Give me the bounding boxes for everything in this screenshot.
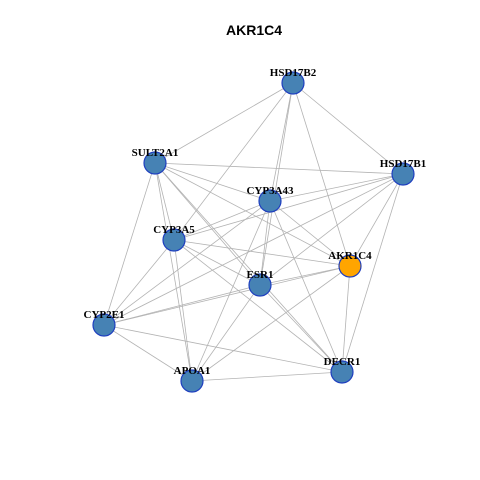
edge-hsd17b2-hsd17b1 — [292, 82, 404, 175]
node-akr1c4[interactable] — [338, 254, 362, 278]
node-label-cyp3a5: CYP3A5 — [153, 224, 195, 236]
edge-sult2a1-decr1 — [154, 162, 343, 373]
node-label-akr1c4: AKR1C4 — [328, 250, 372, 262]
edge-esr1-apoa1 — [191, 284, 261, 382]
edge-cyp2e1-apoa1 — [103, 324, 193, 382]
edge-akr1c4-esr1 — [259, 265, 351, 286]
node-sult2a1[interactable] — [143, 151, 167, 175]
edge-hsd17b2-esr1 — [259, 82, 294, 286]
edge-akr1c4-decr1 — [341, 265, 351, 373]
edge-cyp3a43-akr1c4 — [269, 200, 351, 267]
edge-sult2a1-cyp3a43 — [154, 162, 271, 202]
node-label-hsd17b1: HSD17B1 — [380, 158, 426, 170]
edge-cyp2e1-decr1 — [103, 324, 343, 373]
node-label-hsd17b2: HSD17B2 — [270, 67, 317, 79]
edge-akr1c4-cyp2e1 — [103, 265, 351, 326]
edge-hsd17b2-cyp3a43 — [269, 82, 294, 202]
node-label-sult2a1: SULT2A1 — [132, 147, 179, 159]
edge-esr1-cyp2e1 — [103, 284, 261, 326]
edge-cyp3a5-esr1 — [173, 239, 261, 286]
node-cyp2e1[interactable] — [92, 313, 116, 337]
node-hsd17b2[interactable] — [281, 71, 305, 95]
node-cyp3a43[interactable] — [258, 189, 282, 213]
edge-cyp3a43-esr1 — [259, 200, 271, 286]
edge-sult2a1-cyp2e1 — [103, 162, 156, 326]
edge-cyp3a43-cyp3a5 — [173, 200, 271, 241]
edge-esr1-decr1 — [259, 284, 343, 373]
edge-cyp3a5-cyp2e1 — [103, 239, 175, 326]
edge-cyp3a43-decr1 — [269, 200, 343, 373]
edge-sult2a1-apoa1 — [154, 162, 193, 382]
edge-cyp3a43-cyp2e1 — [103, 200, 271, 326]
edge-hsd17b2-cyp3a5 — [173, 82, 294, 241]
graph-title: AKR1C4 — [226, 22, 282, 38]
edge-hsd17b2-akr1c4 — [292, 82, 351, 267]
edge-hsd17b1-cyp3a5 — [173, 173, 404, 241]
node-label-cyp2e1: CYP2E1 — [84, 309, 125, 321]
node-esr1[interactable] — [248, 273, 272, 297]
edge-layer — [103, 82, 404, 382]
edge-hsd17b1-cyp2e1 — [103, 173, 404, 326]
node-decr1[interactable] — [330, 360, 354, 384]
edge-hsd17b1-esr1 — [259, 173, 404, 286]
node-label-cyp3a43: CYP3A43 — [246, 185, 294, 197]
node-label-apoa1: APOA1 — [174, 365, 211, 377]
edge-akr1c4-apoa1 — [191, 265, 351, 382]
edge-apoa1-decr1 — [191, 371, 343, 382]
edge-cyp3a5-akr1c4 — [173, 239, 351, 267]
edge-hsd17b1-cyp3a43 — [269, 173, 404, 202]
edge-cyp3a5-apoa1 — [173, 239, 193, 382]
edge-hsd17b1-akr1c4 — [349, 173, 404, 267]
node-layer — [92, 71, 415, 393]
edge-hsd17b2-sult2a1 — [154, 82, 294, 164]
edge-cyp3a5-decr1 — [173, 239, 343, 373]
edge-hsd17b1-decr1 — [341, 173, 404, 373]
edge-cyp3a43-apoa1 — [191, 200, 271, 382]
edge-sult2a1-cyp3a5 — [154, 162, 175, 241]
node-apoa1[interactable] — [180, 369, 204, 393]
node-label-esr1: ESR1 — [247, 269, 274, 281]
node-cyp3a5[interactable] — [162, 228, 186, 252]
node-hsd17b1[interactable] — [391, 162, 415, 186]
node-label-decr1: DECR1 — [324, 356, 361, 368]
edge-hsd17b1-sult2a1 — [154, 162, 404, 175]
